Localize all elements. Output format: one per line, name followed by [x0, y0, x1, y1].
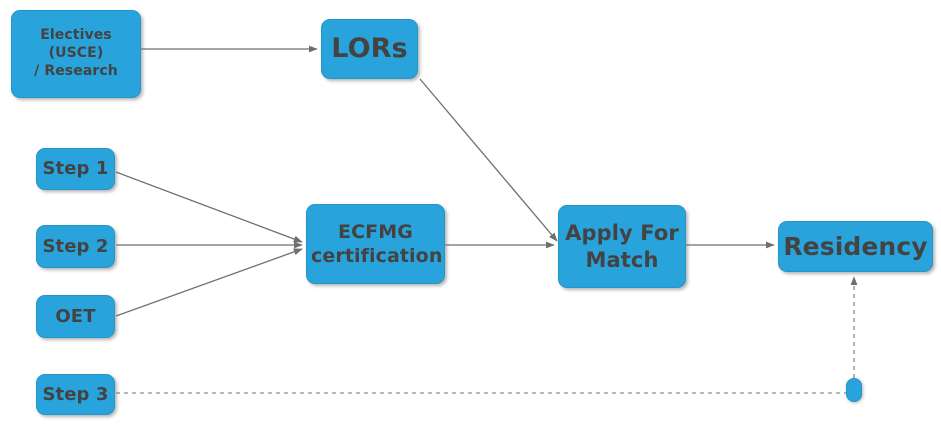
node-ecfmg-line-1: ECFMG — [338, 220, 413, 243]
node-apply-line-1: Apply For — [565, 220, 679, 245]
node-oet-label: OET — [55, 305, 96, 327]
node-lors[interactable]: LORs — [321, 19, 418, 79]
node-step3[interactable]: Step 3 — [36, 374, 115, 415]
node-electives[interactable]: Electives (USCE) / Research — [11, 10, 141, 98]
node-ecfmg-line-2: certification — [311, 245, 443, 267]
node-apply-line-2: Match — [585, 247, 659, 272]
node-lors-label: LORs — [331, 32, 408, 64]
node-ecfmg[interactable]: ECFMG certification — [306, 204, 445, 284]
node-step2-label: Step 2 — [42, 235, 109, 257]
node-step3-label: Step 3 — [42, 383, 109, 405]
node-step1[interactable]: Step 1 — [36, 148, 115, 190]
node-electives-line-2: (USCE) — [48, 45, 104, 62]
node-electives-line-3: / Research — [34, 62, 118, 79]
node-step1-label: Step 1 — [42, 158, 109, 180]
node-electives-line-1: Electives — [40, 27, 112, 44]
node-oet[interactable]: OET — [36, 295, 115, 338]
edge-oet-to-ecfmg — [115, 248, 303, 317]
node-junction-dot[interactable] — [846, 378, 862, 402]
node-residency-label: Residency — [783, 231, 928, 261]
edge-step1-to-ecfmg — [115, 171, 303, 243]
node-residency[interactable]: Residency — [778, 221, 933, 272]
node-step2[interactable]: Step 2 — [36, 225, 115, 268]
node-apply-for-match[interactable]: Apply For Match — [558, 205, 686, 288]
